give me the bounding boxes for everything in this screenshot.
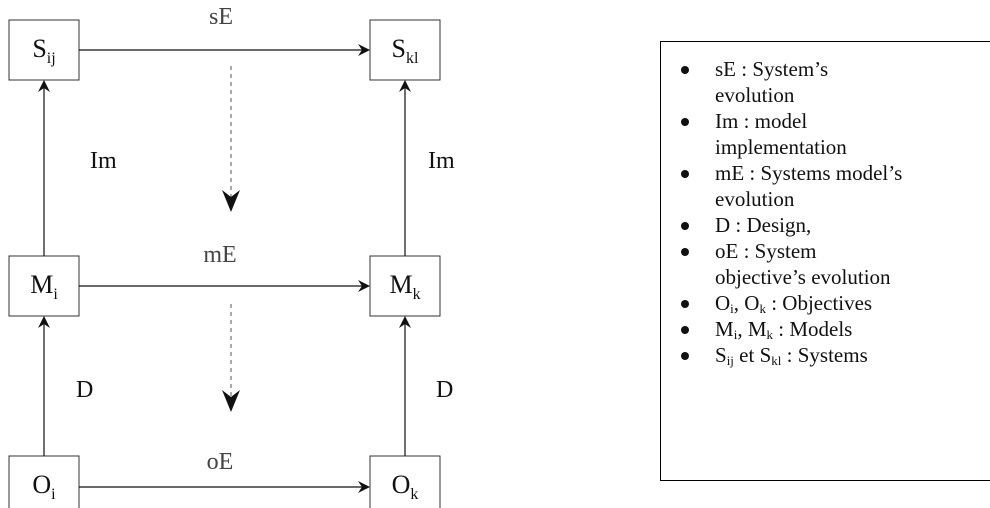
- bullet-icon: [681, 352, 689, 360]
- node-s-kl: Skl: [369, 19, 441, 81]
- bullet-icon: [681, 248, 689, 256]
- node-m-i: Mi: [8, 255, 80, 317]
- label-me: mE: [203, 242, 236, 268]
- bullet-icon: [681, 300, 689, 308]
- legend-item-se: sE : System’s evolution: [661, 56, 990, 108]
- evolution-diagram: Sij Skl Mi Mk Oi Ok sE mE oE Im Im D D: [8, 4, 455, 508]
- node-o-i: Oi: [8, 455, 80, 508]
- label-im-right: Im: [428, 148, 455, 174]
- bullet-icon: [681, 326, 689, 334]
- label-im-left: Im: [90, 148, 117, 174]
- legend-item-im: Im : model implementation: [661, 108, 990, 160]
- bullet-icon: [681, 118, 689, 126]
- legend-list: sE : System’s evolution Im : model imple…: [661, 42, 990, 368]
- legend-item-objectives: Oi, Ok : Objectives: [661, 290, 990, 316]
- node-s-ij: Sij: [8, 19, 80, 81]
- bullet-icon: [681, 222, 689, 230]
- node-m-k: Mk: [369, 255, 441, 317]
- svg-text:Mi: Mi: [30, 270, 58, 303]
- svg-text:Mk: Mk: [389, 270, 420, 303]
- svg-text:Oi: Oi: [32, 470, 56, 503]
- svg-text:Sij: Sij: [32, 34, 55, 67]
- legend-item-me: mE : Systems model’s evolution: [661, 160, 990, 212]
- dashed-arrowhead-lower: [222, 390, 240, 412]
- label-d-right: D: [436, 377, 453, 403]
- label-se: sE: [209, 4, 233, 30]
- label-d-left: D: [76, 377, 93, 403]
- legend-box: sE : System’s evolution Im : model imple…: [660, 41, 990, 481]
- legend-item-models: Mi, Mk : Models: [661, 316, 990, 342]
- legend-item-oe: oE : System objective’s evolution: [661, 238, 990, 290]
- svg-text:Ok: Ok: [392, 470, 419, 503]
- legend-item-systems: Sij et Skl : Systems: [661, 342, 990, 368]
- node-o-k: Ok: [369, 455, 441, 508]
- bullet-icon: [681, 66, 689, 74]
- bullet-icon: [681, 170, 689, 178]
- label-oe: oE: [207, 449, 234, 475]
- legend-item-d: D : Design,: [661, 212, 990, 238]
- svg-text:Skl: Skl: [392, 34, 419, 67]
- dashed-arrowhead-upper: [222, 190, 240, 212]
